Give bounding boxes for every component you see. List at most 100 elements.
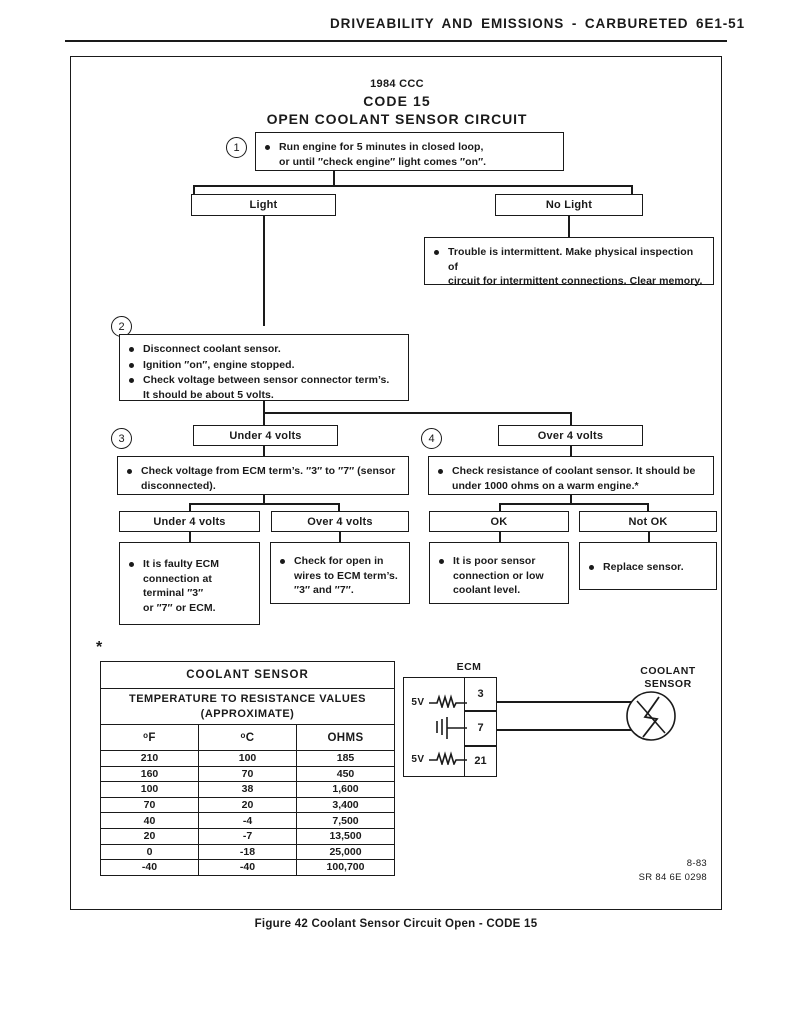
connector [263,401,265,413]
cell-ohms: 100,700 [296,859,395,876]
cell-celsius: -40 [198,859,297,876]
bullet-item: Check voltage from ECM term’s. ″3″ to ″7… [127,464,399,493]
cell-celsius: -4 [198,812,297,829]
column-header-celsius: oC [198,724,297,751]
connector [189,503,339,505]
bullet-item: Check voltage between sensor connector t… [129,373,399,402]
coolant-sensor-table: COOLANT SENSOR TEMPERATURE TO RESISTANCE… [100,661,395,876]
column-header-fahrenheit: oF [100,724,199,751]
bullet-item: Run engine for 5 minutes in closed loop,… [265,140,554,169]
connector [648,532,650,543]
no-light-result-box: Trouble is intermittent. Make physical i… [424,237,714,287]
branch-box-no-light: No Light [495,194,643,216]
step-marker-4: 4 [421,428,442,449]
leaf-box-not-ok: Not OK [579,511,717,532]
bullet-dot-icon [438,469,443,474]
leaf-box-over-4-volts: Over 4 volts [271,511,409,532]
coolant-sensor-thermistor-icon [626,691,676,741]
bullet-dot-icon [129,562,134,567]
connector [568,216,570,238]
bullet-item: Disconnect coolant sensor. [129,342,399,357]
figure-frame: 1984 CCC CODE 15 OPEN COOLANT SENSOR CIR… [70,56,722,910]
branch-label: Under 4 volts [229,429,302,442]
branch-label: No Light [545,199,593,211]
step2-instruction-box: Disconnect coolant sensor. Ignition ″on″… [119,334,409,401]
bullet-item: Check for open in wires to ECM term’s. ″… [280,554,400,598]
branch-label: Over 4 volts [537,429,604,442]
table-title: COOLANT SENSOR [100,661,395,689]
result-box-check-open-wires: Check for open in wires to ECM term’s. ″… [270,542,410,604]
supply-label-top: 5V [411,697,425,708]
terminal-divider [464,745,497,747]
figure-caption: Figure 42 Coolant Sensor Circuit Open - … [254,918,538,930]
table-asterisk-note: * [96,639,103,656]
cell-fahrenheit: 20 [100,827,199,845]
connector [631,185,633,195]
cell-ohms: 1,600 [296,781,395,798]
terminal-divider [464,710,497,712]
ground-symbol-icon [436,717,467,739]
cell-fahrenheit: 210 [100,750,199,767]
bullet-dot-icon [280,559,285,564]
diagram-title-code: CODE 15 [363,92,431,109]
leaf-label: Not OK [628,515,668,528]
connector [499,503,501,512]
cell-fahrenheit: 160 [100,765,199,783]
bullet-dot-icon [439,559,444,564]
result-box-faulty-ecm: It is faulty ECM connection at terminal … [119,542,260,625]
connector [263,495,265,504]
connector [189,503,191,512]
coolant-sensor-label: COOLANT SENSOR [640,665,696,691]
step-marker-3: 3 [111,428,132,449]
cell-fahrenheit: 0 [100,843,199,861]
step4-instruction-box: Check resistance of coolant sensor. It s… [428,456,714,495]
footer-doc-code: SR 84 6E 0298 [638,871,707,883]
leaf-box-ok: OK [429,511,569,532]
footer-codes: 8-83 SR 84 6E 0298 [639,857,707,885]
resistor-top-icon [429,694,467,708]
supply-label-bottom: 5V [411,754,425,765]
cell-ohms: 3,400 [296,796,395,814]
connector [189,532,191,543]
table-subtitle: TEMPERATURE TO RESISTANCE VALUES (APPROX… [100,688,395,725]
leaf-label: Over 4 volts [307,515,373,528]
connector [263,412,571,414]
connector [333,171,335,186]
connector [570,412,572,426]
connector [570,446,572,457]
page-header-title: DRIVEABILITY AND EMISSIONS - CARBURETED … [330,16,745,31]
cell-celsius: 70 [198,765,297,783]
connector [339,532,341,543]
diagram-title-year: 1984 CCC [370,78,424,90]
leaf-label: Under 4 volts [153,515,226,528]
diagram-title-subject: OPEN COOLANT SENSOR CIRCUIT [266,110,528,127]
connector [193,185,632,187]
page-header: DRIVEABILITY AND EMISSIONS - CARBURETED … [0,0,791,46]
cell-ohms: 185 [296,750,395,767]
connector [263,446,265,457]
bullet-dot-icon [129,347,134,352]
branch-box-under-4-volts: Under 4 volts [193,425,338,446]
branch-box-over-4-volts: Over 4 volts [498,425,643,446]
branch-box-light: Light [191,194,336,216]
footer-date: 8-83 [686,858,707,869]
branch-label: Light [249,199,278,211]
bullet-item: Ignition ″on″, engine stopped. [129,358,399,373]
bullet-dot-icon [129,362,134,368]
ecm-label: ECM [456,661,482,673]
cell-fahrenheit: 100 [100,781,199,798]
cell-celsius: 100 [198,750,297,767]
resistor-bottom-icon [429,751,467,765]
column-header-ohms: OHMS [296,724,395,751]
bullet-item: Replace sensor. [589,560,707,575]
bullet-item: Check resistance of coolant sensor. It s… [438,464,704,493]
cell-celsius: -7 [198,827,297,845]
table-header-row: oF oC OHMS [100,724,395,751]
ecm-schematic: ECM COOLANT SENSOR 3 7 21 5V 5V [401,661,713,821]
